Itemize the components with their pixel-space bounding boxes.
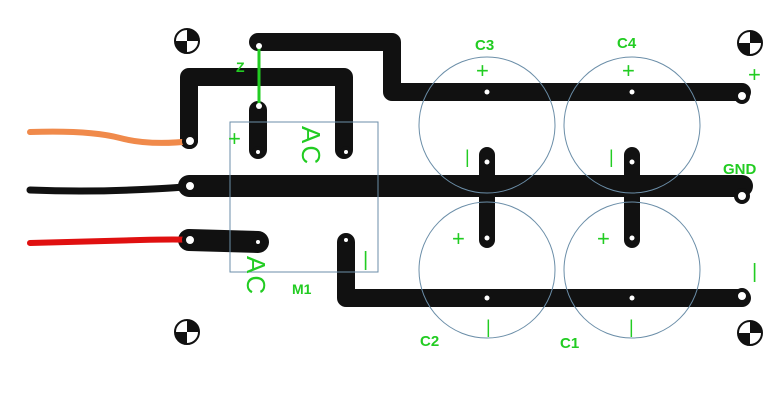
label-c2-minus: |	[486, 317, 491, 337]
pad-red-wire	[182, 232, 198, 248]
label-c4: C4	[617, 35, 637, 52]
capacitor-outlines	[418, 56, 701, 339]
jumper-z	[256, 43, 262, 109]
pad-bridge-minus	[340, 234, 352, 246]
trace-bottom-rail	[337, 233, 751, 307]
pad-bridge-ac-top	[340, 146, 352, 158]
pad-out-gnd	[734, 188, 750, 204]
label-m1: M1	[292, 281, 312, 297]
pad-c3-minus	[484, 159, 490, 165]
capacitor-c1-outline	[563, 201, 701, 339]
label-c4-plus: +	[622, 58, 635, 83]
registration-target-icon	[174, 319, 200, 345]
trace-top-rail	[249, 33, 751, 101]
pads	[182, 88, 750, 304]
registration-target-icon	[737, 30, 763, 56]
input-wires	[26, 128, 196, 246]
label-c1-minus: |	[629, 317, 634, 337]
capacitor-c4-outline	[563, 56, 701, 194]
capacitor-c3-outline	[418, 56, 556, 194]
capacitor-c2-outline	[418, 201, 556, 339]
wire-black	[26, 182, 196, 195]
pad-black-wire	[182, 178, 198, 194]
pad-c4-minus	[629, 159, 635, 165]
wire-red	[27, 236, 195, 246]
trace-ac-loop	[180, 68, 353, 159]
trace-red-ac	[178, 229, 269, 253]
pad-c1-plus	[629, 235, 635, 241]
label-gnd: GND	[723, 161, 757, 178]
registration-target-icon	[174, 28, 200, 54]
copper-traces	[178, 33, 753, 307]
label-c2: C2	[420, 333, 439, 350]
label-bridge-minus: |	[363, 249, 368, 271]
pad-c2-plus	[484, 235, 490, 241]
label-c3-plus: +	[476, 58, 489, 83]
label-c1-plus: +	[597, 226, 610, 251]
pad-c2-minus	[484, 295, 490, 301]
pad-out-minus	[734, 288, 750, 304]
pad-out-plus	[734, 88, 750, 104]
label-c2-plus: +	[452, 226, 465, 251]
pad-bridge-ac-bottom	[252, 236, 264, 248]
registration-target-icon	[737, 320, 763, 346]
label-plus-out: +	[748, 62, 761, 87]
silkscreen-labels: Z C3 C4 GND + | M1 C2 C1 AC AC + | + | +…	[228, 35, 761, 352]
label-z: Z	[236, 59, 245, 75]
label-bridge-plus: +	[228, 126, 241, 151]
pad-c3-plus	[484, 89, 490, 95]
pad-c1-minus	[629, 295, 635, 301]
label-c3-minus: |	[465, 147, 470, 167]
mounting-marks	[174, 28, 763, 346]
label-ac-top: AC	[296, 126, 326, 166]
label-c3: C3	[475, 37, 494, 54]
label-minus-out: |	[752, 261, 757, 283]
label-ac-bottom: AC	[241, 256, 271, 296]
pad-orange-wire	[182, 133, 198, 149]
bridge-rectifier-outline	[229, 121, 379, 273]
wire-orange	[27, 128, 195, 146]
pad-bridge-plus	[252, 146, 264, 158]
pad-c4-plus	[629, 89, 635, 95]
label-c1: C1	[560, 335, 579, 352]
label-c4-minus: |	[609, 147, 614, 167]
capacitor-pads	[484, 89, 635, 301]
